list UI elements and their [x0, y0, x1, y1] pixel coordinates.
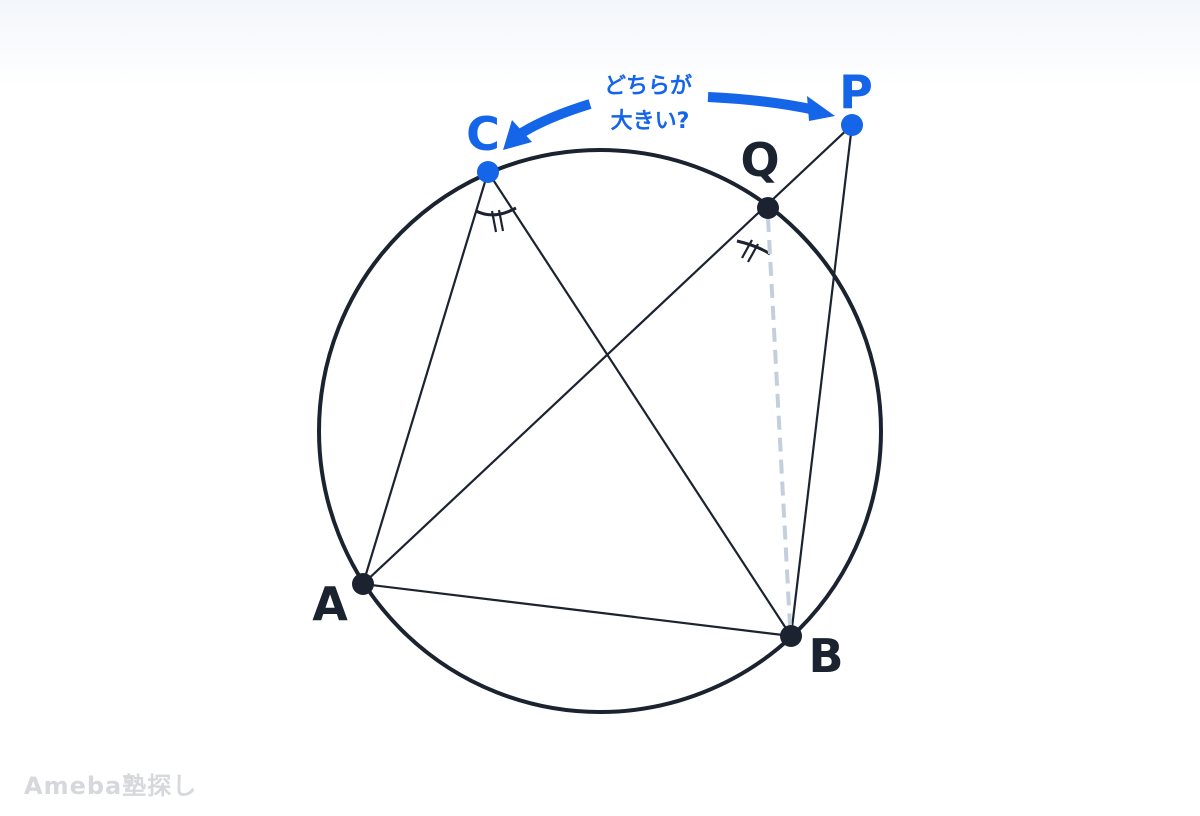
label-A: A	[312, 577, 348, 631]
point-A	[352, 573, 374, 595]
segment-AB	[362, 582, 792, 638]
point-Q	[757, 197, 779, 219]
arrow-to-C	[517, 99, 592, 139]
tick-mark	[497, 209, 505, 232]
segment-QB-dashed	[766, 217, 792, 627]
segment-CB	[487, 171, 792, 637]
label-Q: Q	[740, 133, 779, 187]
point-B	[780, 625, 802, 647]
arrowhead-C	[503, 120, 532, 150]
angle-mark-C	[475, 206, 517, 217]
tick-mark	[741, 239, 753, 259]
segment-PB	[789, 124, 854, 637]
point-C	[477, 161, 499, 183]
arrowhead-P	[807, 96, 835, 121]
ameba-logo: Ameba塾探し	[24, 772, 198, 800]
label-C: C	[466, 107, 500, 161]
tick-mark	[490, 210, 498, 233]
segment-AP	[362, 124, 853, 585]
tick-mark	[747, 243, 759, 263]
question-line2: 大きい?	[611, 109, 690, 134]
segment-CA	[361, 171, 490, 585]
question-line1: どちらが	[604, 73, 692, 99]
label-B: B	[808, 629, 843, 683]
label-P: P	[839, 65, 873, 119]
point-P	[841, 114, 863, 136]
circumcircle	[317, 148, 883, 714]
arrow-to-P	[707, 92, 817, 115]
